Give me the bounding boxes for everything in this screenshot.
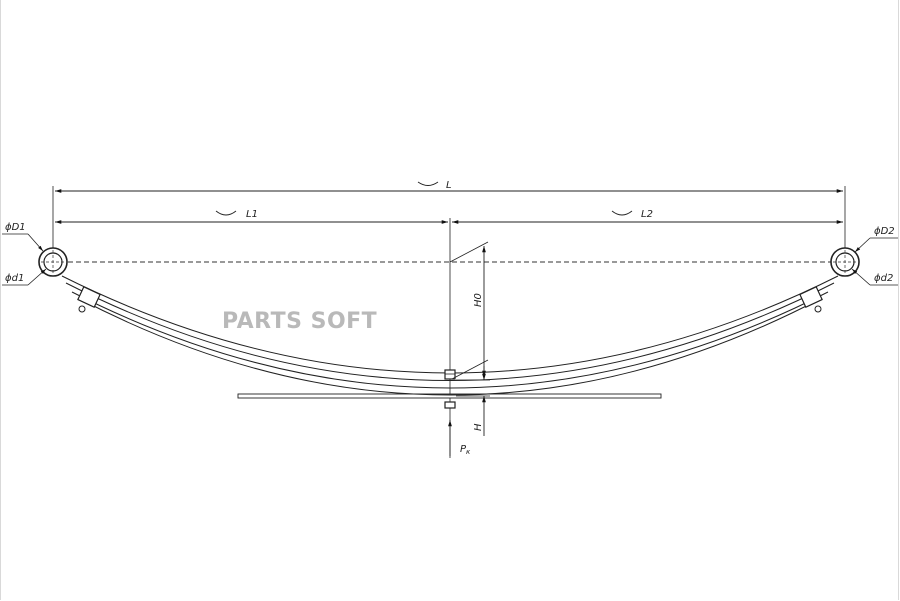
watermark-text: PARTS SOFT [222,309,377,334]
label-D1: ϕD1 [5,222,26,233]
dimension-L: L [55,180,843,193]
leader-d1: ϕd1 [2,268,47,286]
leader-D2: ϕD2 [854,226,898,253]
load-arrow: Pк [448,420,471,456]
right-clamp [799,286,823,313]
leader-d2: ϕd2 [851,268,898,286]
center-bolt [444,369,456,409]
label-P: Pк [460,444,471,456]
left-clamp [77,286,101,313]
label-d2: ϕd2 [874,273,893,284]
dimension-H: H [456,366,490,436]
dimension-L1: L1 [55,209,448,224]
label-H0: H0 [473,293,484,307]
label-D2: ϕD2 [874,226,895,237]
label-L: L [446,180,452,191]
label-d1: ϕd1 [5,273,24,284]
label-L2: L2 [641,209,653,220]
extension-lines [52,186,846,258]
dimension-H0: H0 [449,241,489,380]
leader-D1: ϕD1 [2,222,44,252]
flat-leaf-reference [237,393,662,399]
label-H: H [473,423,484,431]
label-L1: L1 [246,209,258,220]
dimension-L2: L2 [452,209,843,224]
